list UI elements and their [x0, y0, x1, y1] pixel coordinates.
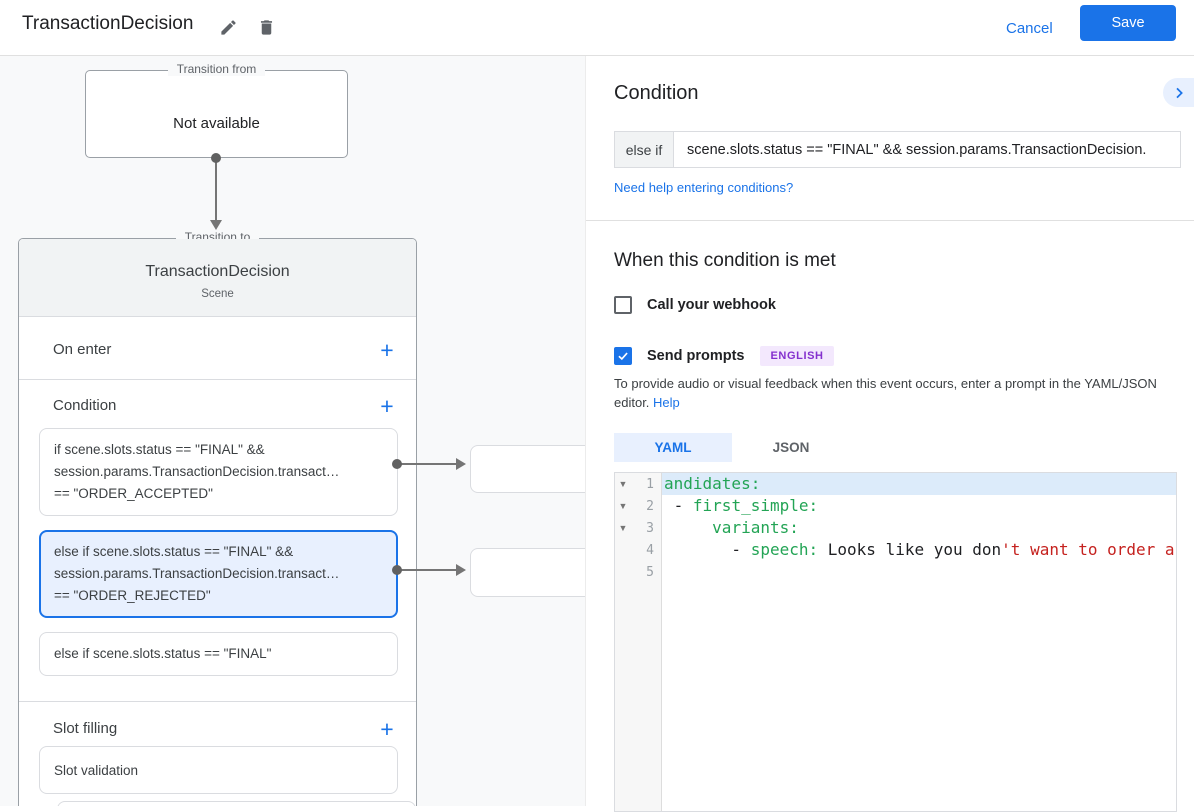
call-webhook-label: Call your webhook	[647, 297, 776, 313]
line-number: 1	[646, 476, 654, 492]
collapse-panel-button[interactable]	[1163, 78, 1194, 107]
transition-target-box[interactable]	[470, 445, 585, 493]
condition-operator-label: else if	[615, 132, 674, 167]
line-number: 2	[646, 498, 654, 514]
add-on-enter-button[interactable]: +	[374, 337, 400, 363]
yaml-editor: ▼ 1 ▼ 2 ▼ 3 4 5 andidates: - first_simple: vari…	[614, 472, 1177, 812]
scene-box: Transition to TransactionDecision Scene …	[18, 230, 418, 806]
code-segment: speech:	[750, 540, 819, 559]
code-segment	[664, 518, 712, 537]
edit-scene-button[interactable]	[214, 13, 242, 41]
arrow-right-icon	[456, 458, 466, 470]
condition-card-text: if scene.slots.status == "FINAL" &&	[54, 442, 265, 457]
save-button[interactable]: Save	[1080, 5, 1176, 41]
delete-scene-button[interactable]	[252, 13, 280, 41]
condition-expression-input[interactable]	[674, 132, 1180, 167]
condition-card-selected[interactable]: else if scene.slots.status == "FINAL" &&…	[39, 530, 398, 618]
check-icon	[618, 352, 628, 361]
line-number: 4	[646, 542, 654, 558]
divider	[586, 220, 1194, 221]
top-bar: TransactionDecision Cancel Save	[0, 0, 1194, 56]
condition-card-text: == "ORDER_ACCEPTED"	[54, 486, 213, 501]
code-segment: first_simple:	[692, 496, 819, 515]
condition-help-link[interactable]: Need help entering conditions?	[614, 180, 794, 195]
code-line: - first_simple:	[662, 495, 1176, 517]
condition-section-label: Condition	[53, 397, 117, 414]
cancel-button[interactable]: Cancel	[992, 9, 1067, 47]
condition-expression-row: else if	[614, 131, 1181, 168]
condition-card[interactable]: else if scene.slots.status == "FINAL"	[39, 632, 398, 676]
transition-from-value: Not available	[173, 115, 260, 132]
editor-code-area[interactable]: andidates: - first_simple: variants: - s…	[662, 473, 1176, 811]
connector-dot	[211, 153, 221, 163]
condition-detail-panel: Condition else if Need help entering con…	[585, 56, 1194, 812]
line-number: 3	[646, 520, 654, 536]
scene-name: TransactionDecision	[145, 263, 290, 280]
code-segment: andidates:	[664, 474, 761, 493]
on-enter-label: On enter	[53, 341, 112, 358]
code-segment: variants:	[712, 518, 799, 537]
connector-dot	[392, 565, 402, 575]
page-title: TransactionDecision	[22, 13, 194, 34]
chevron-right-icon	[1175, 87, 1183, 98]
code-line: - speech: Looks like you don't want to o…	[662, 539, 1176, 561]
prompt-description-text: To provide audio or visual feedback when…	[614, 376, 1157, 410]
add-condition-button[interactable]: +	[374, 393, 400, 419]
send-prompts-row: Send prompts ENGLISH	[614, 346, 834, 366]
condition-card-text: == "ORDER_REJECTED"	[54, 588, 211, 603]
slot-validation-card[interactable]: Slot validation	[39, 746, 398, 794]
slot-filling-label: Slot filling	[53, 720, 118, 737]
connector-dot	[392, 459, 402, 469]
scene-type-label: Scene	[201, 288, 234, 300]
condition-card-text: session.params.TransactionDecision.trans…	[54, 566, 340, 581]
code-segment: 't want to order anyt	[1001, 540, 1176, 559]
send-prompts-label: Send prompts	[647, 348, 745, 364]
scene-flow-canvas: Transition from Not available Transition…	[0, 56, 585, 806]
fold-arrow-icon[interactable]: ▼	[618, 501, 628, 511]
send-prompts-checkbox[interactable]	[614, 347, 632, 365]
scene-header[interactable]: TransactionDecision Scene	[19, 239, 416, 317]
pencil-icon	[220, 19, 236, 35]
divider	[19, 379, 416, 380]
condition-card-text: else if scene.slots.status == "FINAL"	[54, 646, 272, 661]
line-number: 5	[646, 564, 654, 580]
transition-target-box[interactable]	[470, 548, 585, 597]
code-line	[662, 561, 1176, 583]
condition-card[interactable]: if scene.slots.status == "FINAL" && sessi…	[39, 428, 398, 516]
slot-card-list: Slot validation	[19, 746, 418, 794]
code-line: variants:	[662, 517, 1176, 539]
divider	[19, 701, 416, 702]
condition-card-text: else if scene.slots.status == "FINAL" &&	[54, 544, 294, 559]
code-segment: -	[664, 540, 751, 559]
when-condition-met-title: When this condition is met	[614, 250, 836, 271]
code-segment: -	[664, 496, 693, 515]
add-slot-button[interactable]: +	[374, 716, 400, 742]
language-badge: ENGLISH	[760, 346, 834, 366]
arrow-right-icon	[456, 564, 466, 576]
connector-line	[397, 463, 456, 465]
help-link[interactable]: Help	[653, 395, 680, 410]
panel-title: Condition	[614, 82, 699, 104]
fold-arrow-icon[interactable]: ▼	[618, 523, 628, 533]
condition-card-text: session.params.TransactionDecision.trans…	[54, 464, 340, 479]
code-segment: Looks like you don	[818, 540, 1002, 559]
tab-json[interactable]: JSON	[732, 433, 850, 462]
fold-arrow-icon[interactable]: ▼	[618, 479, 628, 489]
code-line: andidates:	[662, 473, 1176, 495]
connector-line	[397, 569, 456, 571]
prompt-description: To provide audio or visual feedback when…	[614, 374, 1194, 412]
arrow-down-icon	[210, 220, 222, 230]
webhook-row: Call your webhook	[614, 296, 776, 314]
trash-icon	[260, 19, 272, 35]
partial-card[interactable]	[57, 801, 416, 806]
transition-from-box: Transition from Not available	[85, 62, 348, 158]
condition-card-list: if scene.slots.status == "FINAL" && sessi…	[19, 428, 418, 690]
transition-from-legend: Transition from	[86, 62, 347, 76]
editor-gutter: ▼ 1 ▼ 2 ▼ 3 4 5	[615, 473, 662, 811]
tab-yaml[interactable]: YAML	[614, 433, 732, 462]
connector-line	[215, 158, 217, 220]
call-webhook-checkbox[interactable]	[614, 296, 632, 314]
